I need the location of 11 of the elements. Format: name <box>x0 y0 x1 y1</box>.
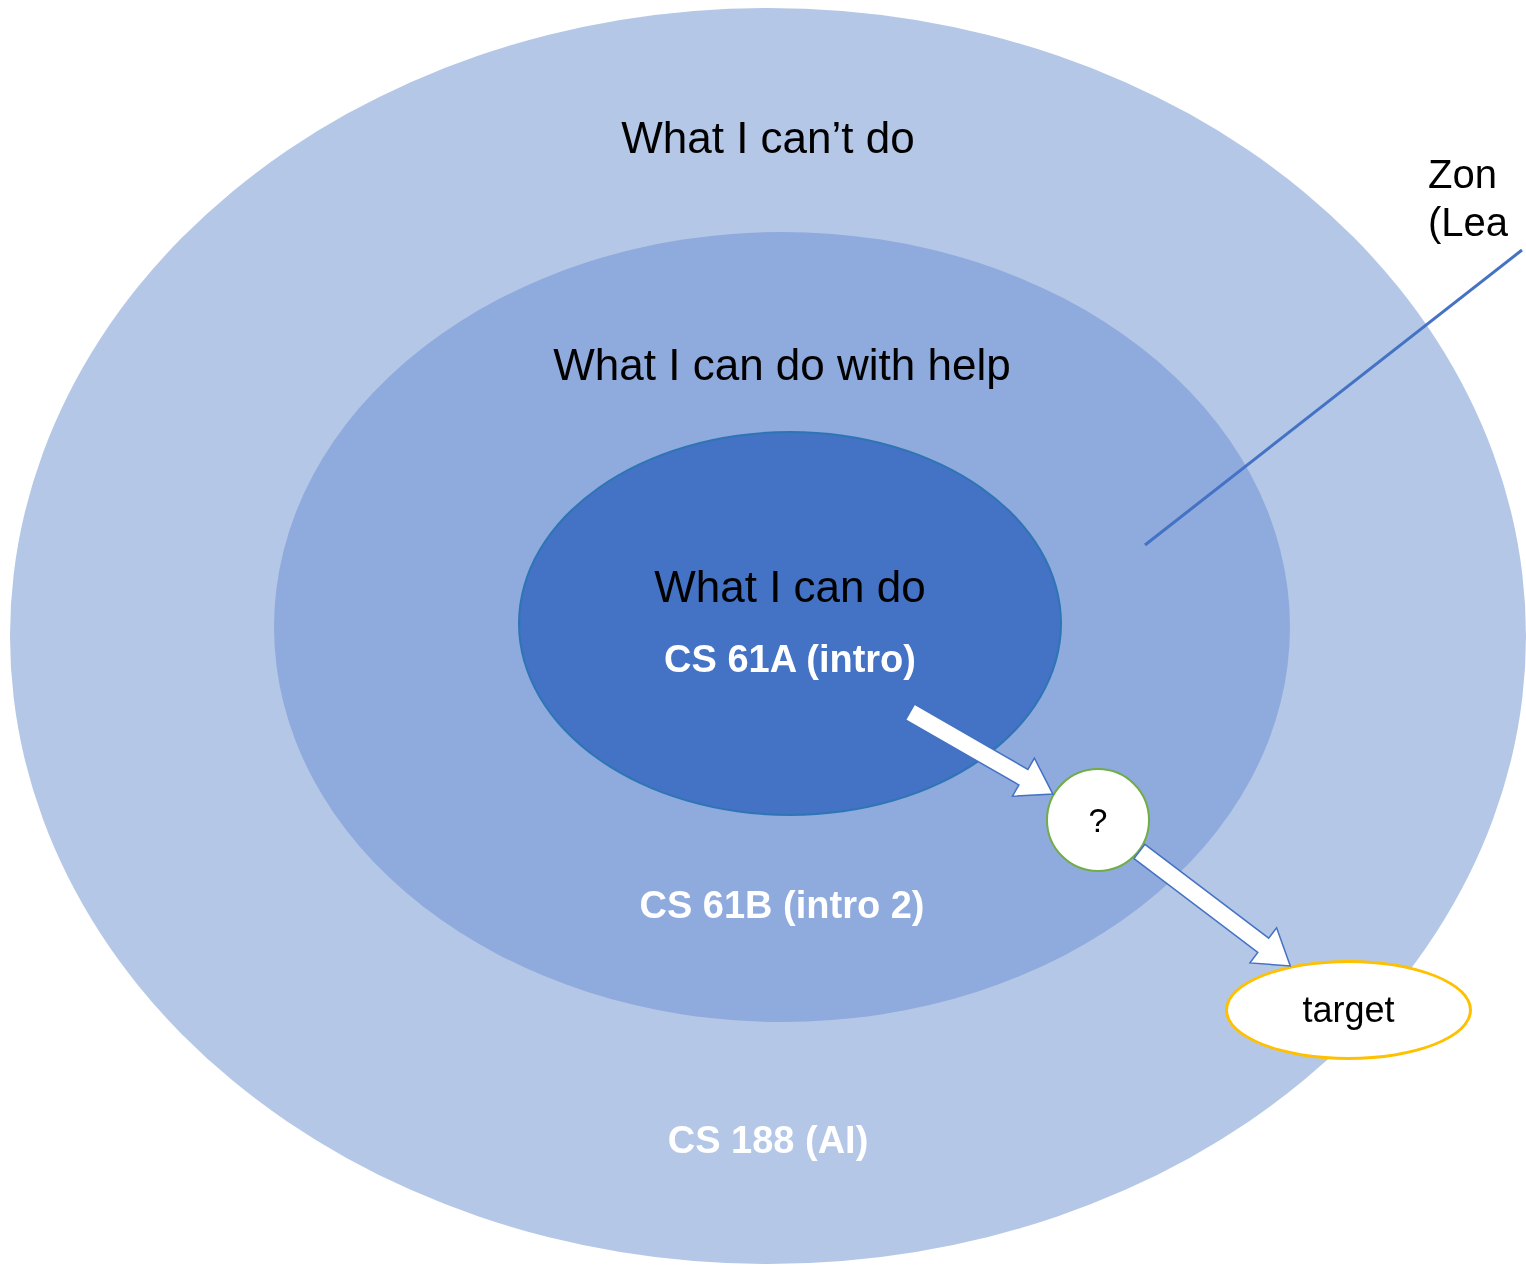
block-arrow <box>904 703 1055 798</box>
block-arrow <box>1132 843 1292 967</box>
question-circle: ? <box>1046 768 1150 872</box>
callout-text: Zon (Lea <box>1428 150 1522 250</box>
zone-label: What I can do <box>653 562 927 612</box>
course-label: CS 61A (intro) <box>663 637 917 681</box>
course-label: CS 188 (AI) <box>666 1118 870 1162</box>
leader-line <box>1144 248 1523 547</box>
zone-label: What I can’t do <box>620 113 916 163</box>
course-label: CS 61B (intro 2) <box>638 883 926 927</box>
zone-label: What I can do with help <box>552 340 1012 390</box>
